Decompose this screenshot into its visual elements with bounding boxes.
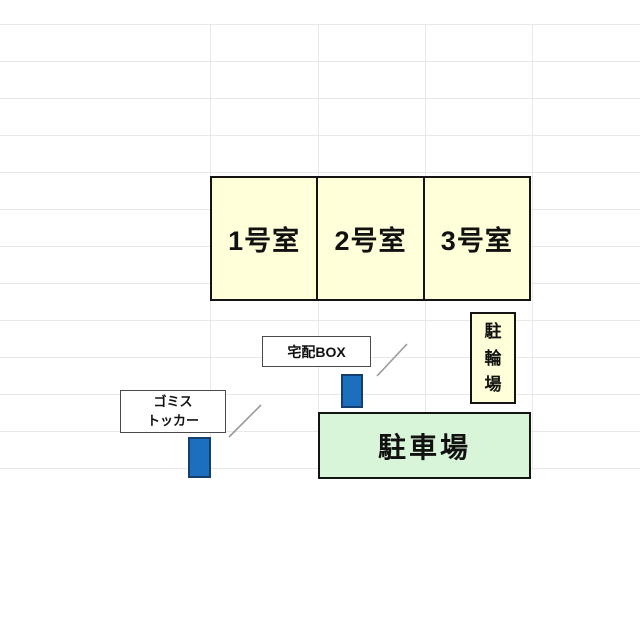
delivery-box-label: 宅配BOX bbox=[262, 336, 371, 367]
room-1: 1号室 bbox=[212, 178, 316, 299]
room-2-label: 2号室 bbox=[334, 226, 407, 256]
room-3: 3号室 bbox=[422, 178, 529, 299]
garbage-stocker-label-line1: ゴミス bbox=[153, 393, 193, 409]
car-parking-box: 駐車場 bbox=[318, 412, 531, 479]
garbage-stocker-label-line2: トッカー bbox=[146, 412, 199, 428]
bicycle-parking-box: 駐 輪 場 bbox=[470, 312, 516, 404]
bicycle-parking-char-1: 駐 bbox=[484, 322, 502, 342]
garbage-stocker-label: ゴミス トッカー bbox=[120, 390, 226, 433]
gridline-vertical bbox=[532, 24, 533, 470]
room-1-label: 1号室 bbox=[228, 226, 301, 256]
delivery-box-marker bbox=[341, 374, 363, 408]
delivery-box-label-text: 宅配BOX bbox=[287, 343, 346, 360]
garbage-stocker-marker bbox=[188, 437, 211, 478]
bicycle-parking-char-3: 場 bbox=[484, 374, 502, 394]
rooms-block: 1号室 2号室 3号室 bbox=[210, 176, 531, 301]
room-2: 2号室 bbox=[316, 178, 422, 299]
car-parking-label: 駐車場 bbox=[377, 431, 471, 463]
room-3-label: 3号室 bbox=[440, 226, 513, 256]
bicycle-parking-char-2: 輪 bbox=[484, 348, 502, 368]
